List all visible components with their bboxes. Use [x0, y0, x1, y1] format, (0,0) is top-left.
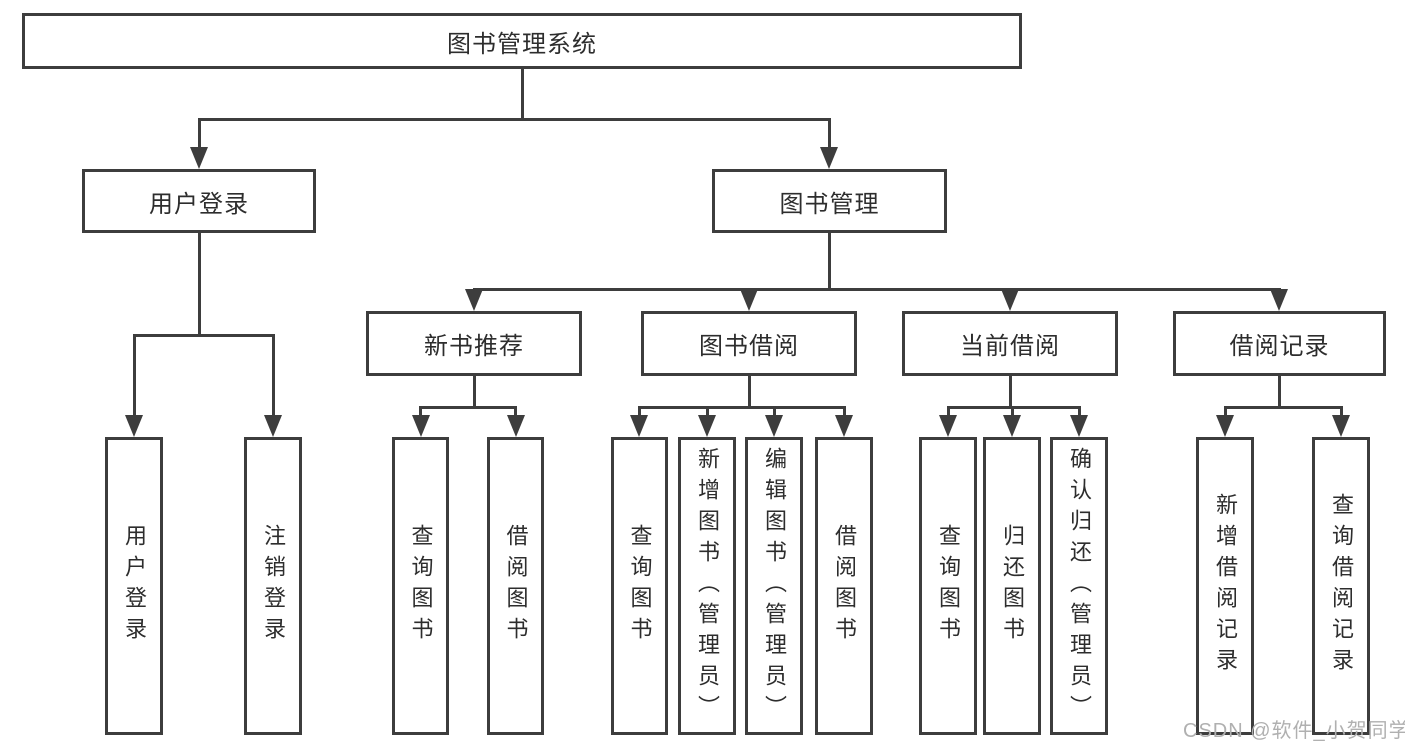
connector-line [1077, 407, 1081, 417]
node-leaf-confirm-return-admin: 确认归还（管理员） [1050, 437, 1108, 735]
node-label: 查询借阅记录 [1329, 493, 1354, 679]
node-label: 图书管理 [779, 190, 880, 218]
arrow-head [506, 415, 525, 437]
arrow-head [630, 415, 648, 437]
arrow-head [411, 415, 430, 437]
node-label: 借阅图书 [832, 524, 857, 648]
node-label: 确认归还（管理员） [1067, 446, 1092, 726]
connector-line [637, 407, 641, 417]
connector-line [197, 119, 201, 149]
arrow-head [939, 415, 957, 437]
connector-line [1008, 376, 1012, 407]
connector-line [472, 376, 476, 407]
node-leaf-query-books-current: 查询图书 [919, 437, 977, 735]
connector-line [946, 407, 950, 417]
connector-line [772, 407, 776, 417]
node-label: 借阅记录 [1229, 333, 1330, 360]
node-label: 查询图书 [408, 524, 434, 648]
node-book-borrowing: 图书借阅 [641, 311, 857, 376]
connector-line [1339, 407, 1343, 417]
node-label: 新书推荐 [424, 333, 524, 360]
arrow-head [1270, 289, 1288, 311]
arrow-head [465, 289, 483, 311]
node-leaf-borrow-books-borrowing: 借阅图书 [815, 437, 873, 735]
csdn-watermark: CSDN @软件_小贺同学 [1183, 720, 1405, 742]
node-new-book-recommend: 新书推荐 [366, 311, 582, 376]
arrow-head [1001, 289, 1019, 311]
arrow-head [765, 415, 783, 437]
node-label: 用户登录 [149, 190, 249, 218]
node-leaf-edit-books-admin: 编辑图书（管理员） [745, 437, 803, 735]
node-leaf-query-books-recommend: 查询图书 [392, 437, 449, 735]
node-label: 新增借阅记录 [1213, 493, 1238, 679]
node-root: 图书管理系统 [22, 13, 1022, 69]
node-leaf-return-books: 归还图书 [983, 437, 1041, 735]
connector-line [747, 376, 751, 407]
node-book-management: 图书管理 [712, 169, 947, 233]
connector-line [514, 407, 517, 417]
arrow-head [264, 415, 282, 437]
connector-line [842, 407, 846, 417]
connector-line [197, 233, 201, 335]
node-label: 借阅图书 [503, 524, 529, 648]
arrow-head [835, 415, 853, 437]
arrow-head [1070, 415, 1088, 437]
connector-line [1277, 376, 1281, 407]
node-label: 注销登录 [261, 524, 286, 648]
node-label: 查询图书 [936, 524, 961, 648]
node-borrowing-records: 借阅记录 [1173, 311, 1386, 376]
node-current-borrowing: 当前借阅 [902, 311, 1118, 376]
connector-line [827, 119, 831, 149]
arrow-head [740, 289, 758, 311]
node-leaf-user-login: 用户登录 [105, 437, 163, 735]
connector-line [827, 233, 831, 289]
connector-line [705, 407, 709, 417]
node-label: 编辑图书（管理员） [762, 446, 787, 726]
arrow-head [1003, 415, 1021, 437]
arrow-head [1332, 415, 1350, 437]
node-leaf-add-books-admin: 新增图书（管理员） [678, 437, 736, 735]
node-label: 图书管理系统 [447, 30, 597, 58]
connector-line [1010, 407, 1014, 417]
connector-line [197, 117, 831, 121]
arrow-head [820, 147, 838, 169]
node-label: 用户登录 [122, 524, 147, 648]
connector-line [419, 407, 422, 417]
node-leaf-query-books-borrowing: 查询图书 [611, 437, 668, 735]
arrow-head [698, 415, 716, 437]
node-label: 当前借阅 [960, 333, 1060, 360]
connector-line [419, 405, 517, 409]
node-leaf-logout-login: 注销登录 [244, 437, 302, 735]
connector-line [637, 405, 846, 409]
node-leaf-query-borrow-record: 查询借阅记录 [1312, 437, 1370, 735]
node-leaf-add-borrow-record: 新增借阅记录 [1196, 437, 1254, 735]
connector-line [132, 335, 136, 417]
connector-line [520, 69, 524, 119]
arrow-head [125, 415, 143, 437]
connector-line [1223, 405, 1343, 409]
node-label: 查询图书 [627, 524, 653, 648]
node-label: 归还图书 [1000, 524, 1025, 648]
node-label: 图书借阅 [699, 333, 799, 360]
arrow-head [190, 147, 208, 169]
connector-line [946, 405, 1081, 409]
connector-line [1223, 407, 1227, 417]
node-label: 新增图书（管理员） [695, 446, 720, 726]
arrow-head [1216, 415, 1234, 437]
connector-line [472, 287, 1281, 291]
node-user-login: 用户登录 [82, 169, 316, 233]
connector-line [271, 335, 275, 417]
node-leaf-borrow-books-recommend: 借阅图书 [487, 437, 544, 735]
connector-line [132, 333, 275, 337]
